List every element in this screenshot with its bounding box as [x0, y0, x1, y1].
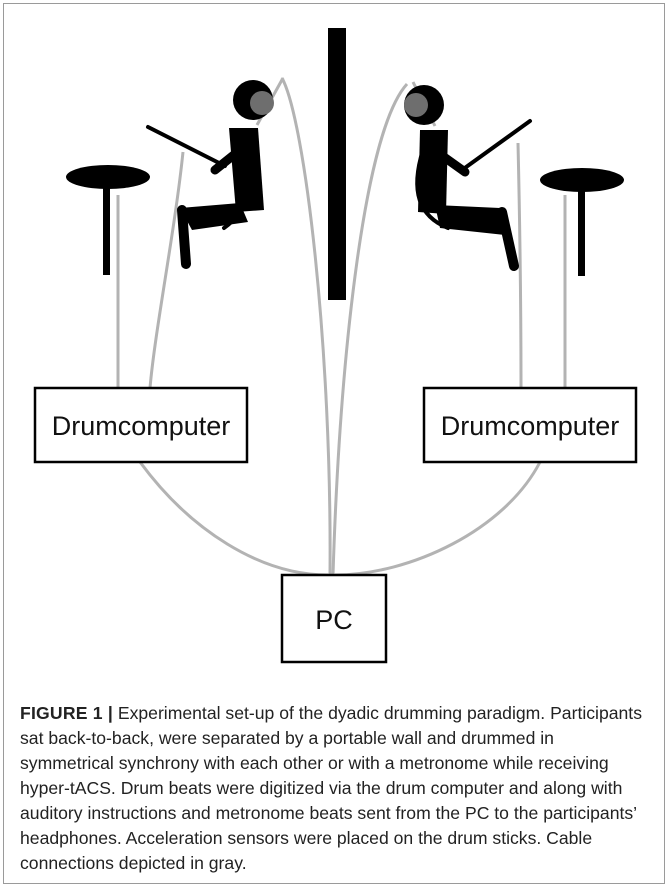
svg-text:PC: PC	[315, 605, 353, 635]
right-drum	[540, 168, 624, 276]
right-headphone-icon	[404, 93, 428, 117]
right-participant	[404, 85, 532, 271]
figure-caption: FIGURE 1 | Experimental set-up of the dy…	[20, 701, 652, 876]
left-drumcomputer-box: Drumcomputer	[33, 386, 249, 464]
left-participant	[146, 80, 274, 269]
svg-text:Drumcomputer: Drumcomputer	[441, 411, 620, 441]
left-drum	[66, 165, 150, 275]
pc-box: PC	[280, 573, 388, 664]
portable-wall	[328, 28, 346, 300]
caption-text: Experimental set-up of the dyadic drummi…	[20, 703, 642, 873]
setup-diagram: Drumcomputer Drumcomputer PC	[33, 28, 638, 664]
cable-pc-to-left-headphone	[280, 77, 332, 576]
svg-text:Drumcomputer: Drumcomputer	[52, 411, 231, 441]
right-drumcomputer-box: Drumcomputer	[422, 386, 638, 464]
left-drum-stick	[146, 125, 227, 168]
cable-left-drumcomputer-to-pc	[138, 461, 329, 577]
cable-right-drumcomputer-to-pc	[334, 461, 542, 577]
cable-pc-to-right-headphone	[331, 82, 409, 576]
left-headphone-icon	[250, 91, 274, 115]
cable-left-stick-to-drumcomputer	[148, 151, 185, 389]
cable-right-stick-to-drumcomputer	[516, 142, 523, 389]
right-drum-stick	[460, 119, 532, 172]
caption-label: FIGURE 1 |	[20, 703, 113, 723]
